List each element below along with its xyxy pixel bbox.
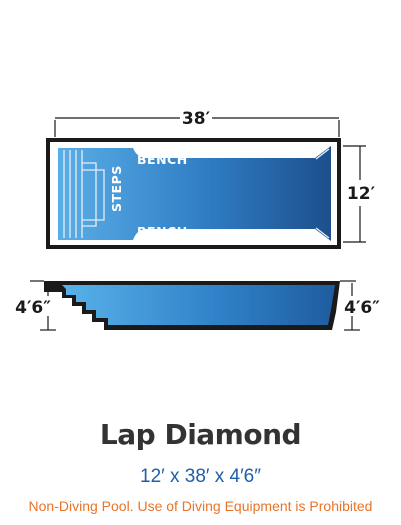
width-label: 12′ bbox=[347, 184, 376, 204]
plan-step-lines bbox=[63, 150, 105, 238]
pool-diagram: 38′ BENCH BENCH STEPS 12′ bbox=[15, 109, 380, 331]
bench-top-label: BENCH bbox=[137, 152, 188, 167]
dimensions-text: 12′ x 38′ x 4′6″ bbox=[140, 466, 261, 487]
length-label: 38′ bbox=[182, 109, 211, 129]
profile-view: 4′6″ 4′6″ bbox=[15, 280, 380, 331]
model-name: Lap Diamond bbox=[99, 418, 302, 451]
width-dimension: 12′ bbox=[343, 145, 376, 243]
diving-warning: Non-Diving Pool. Use of Diving Equipment… bbox=[28, 498, 373, 514]
deep-depth-label: 4′6″ bbox=[344, 298, 380, 318]
plan-water bbox=[58, 146, 331, 241]
profile-water bbox=[62, 285, 335, 325]
plan-view: BENCH BENCH STEPS bbox=[46, 138, 341, 249]
steps-label: STEPS bbox=[109, 165, 124, 212]
length-dimension: 38′ bbox=[54, 109, 340, 137]
bench-bottom-label: BENCH bbox=[137, 224, 188, 239]
shallow-depth-label: 4′6″ bbox=[15, 298, 51, 318]
